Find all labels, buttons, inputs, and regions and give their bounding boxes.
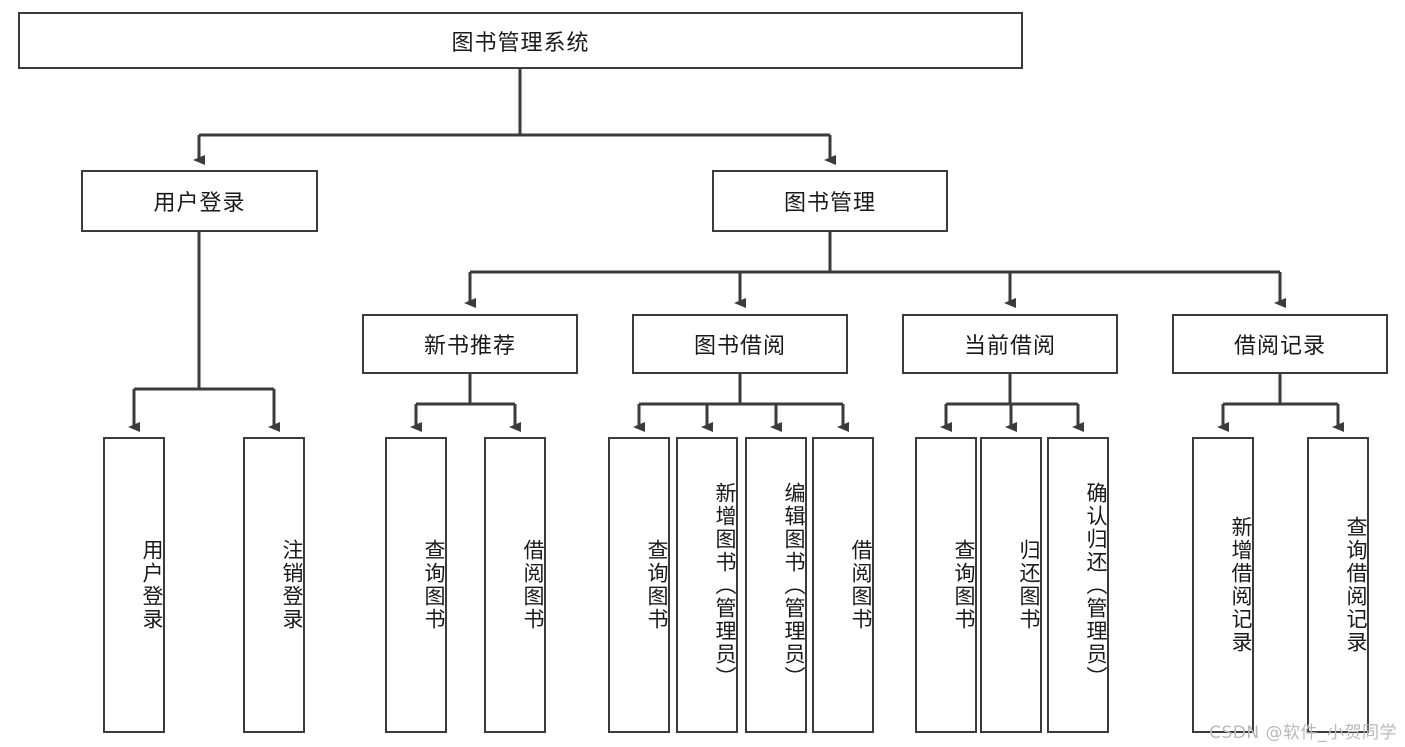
node-leaf-return-book[interactable]: 归还图书 (980, 437, 1042, 733)
node-leaf-return-book-label: 归还图书 (1017, 539, 1041, 631)
node-root-system-label: 图书管理系统 (451, 30, 590, 56)
node-leaf-logout[interactable]: 注销登录 (243, 437, 305, 733)
node-leaf-query-book-2[interactable]: 查询图书 (608, 437, 670, 733)
node-leaf-query-book-2-label: 查询图书 (645, 539, 669, 631)
node-leaf-confirm-return[interactable]: 确认归还（管理员） (1047, 437, 1109, 733)
node-leaf-logout-label: 注销登录 (280, 539, 304, 631)
node-leaf-borrow-book-2[interactable]: 借阅图书 (812, 437, 874, 733)
node-leaf-borrow-book-1[interactable]: 借阅图书 (484, 437, 546, 733)
node-user-login-label: 用户登录 (153, 191, 246, 216)
node-leaf-add-record-label: 新增借阅记录 (1229, 516, 1253, 654)
node-book-borrow-label: 图书借阅 (693, 334, 786, 359)
node-leaf-edit-book-label: 编辑图书（管理员） (782, 481, 806, 689)
node-book-manage[interactable]: 图书管理 (712, 170, 948, 232)
node-borrow-record-label: 借阅记录 (1233, 334, 1326, 359)
node-leaf-add-book[interactable]: 新增图书（管理员） (676, 437, 738, 733)
node-root-system[interactable]: 图书管理系统 (18, 12, 1023, 69)
csdn-watermark: CSDN @软件_小贺同学 (1209, 723, 1397, 743)
node-leaf-query-book-1[interactable]: 查询图书 (385, 437, 447, 733)
node-leaf-user-login-label: 用户登录 (140, 539, 164, 631)
node-leaf-query-book-3-label: 查询图书 (952, 539, 976, 631)
node-leaf-query-record-label: 查询借阅记录 (1344, 516, 1368, 654)
node-book-manage-label: 图书管理 (783, 191, 876, 216)
node-current-borrow-label: 当前借阅 (963, 334, 1056, 359)
node-borrow-record[interactable]: 借阅记录 (1172, 314, 1388, 374)
node-leaf-borrow-book-2-label: 借阅图书 (849, 539, 873, 631)
node-leaf-query-record[interactable]: 查询借阅记录 (1307, 437, 1369, 733)
node-leaf-edit-book[interactable]: 编辑图书（管理员） (745, 437, 807, 733)
node-leaf-query-book-3[interactable]: 查询图书 (915, 437, 977, 733)
node-leaf-query-book-1-label: 查询图书 (422, 539, 446, 631)
node-new-book-rec-label: 新书推荐 (423, 334, 516, 359)
node-leaf-add-book-label: 新增图书（管理员） (713, 481, 737, 689)
node-leaf-user-login[interactable]: 用户登录 (103, 437, 165, 733)
node-current-borrow[interactable]: 当前借阅 (902, 314, 1118, 374)
node-leaf-add-record[interactable]: 新增借阅记录 (1192, 437, 1254, 733)
node-new-book-rec[interactable]: 新书推荐 (362, 314, 578, 374)
node-user-login[interactable]: 用户登录 (81, 170, 318, 232)
node-book-borrow[interactable]: 图书借阅 (632, 314, 848, 374)
node-leaf-confirm-return-label: 确认归还（管理员） (1084, 481, 1108, 689)
node-leaf-borrow-book-1-label: 借阅图书 (521, 539, 545, 631)
